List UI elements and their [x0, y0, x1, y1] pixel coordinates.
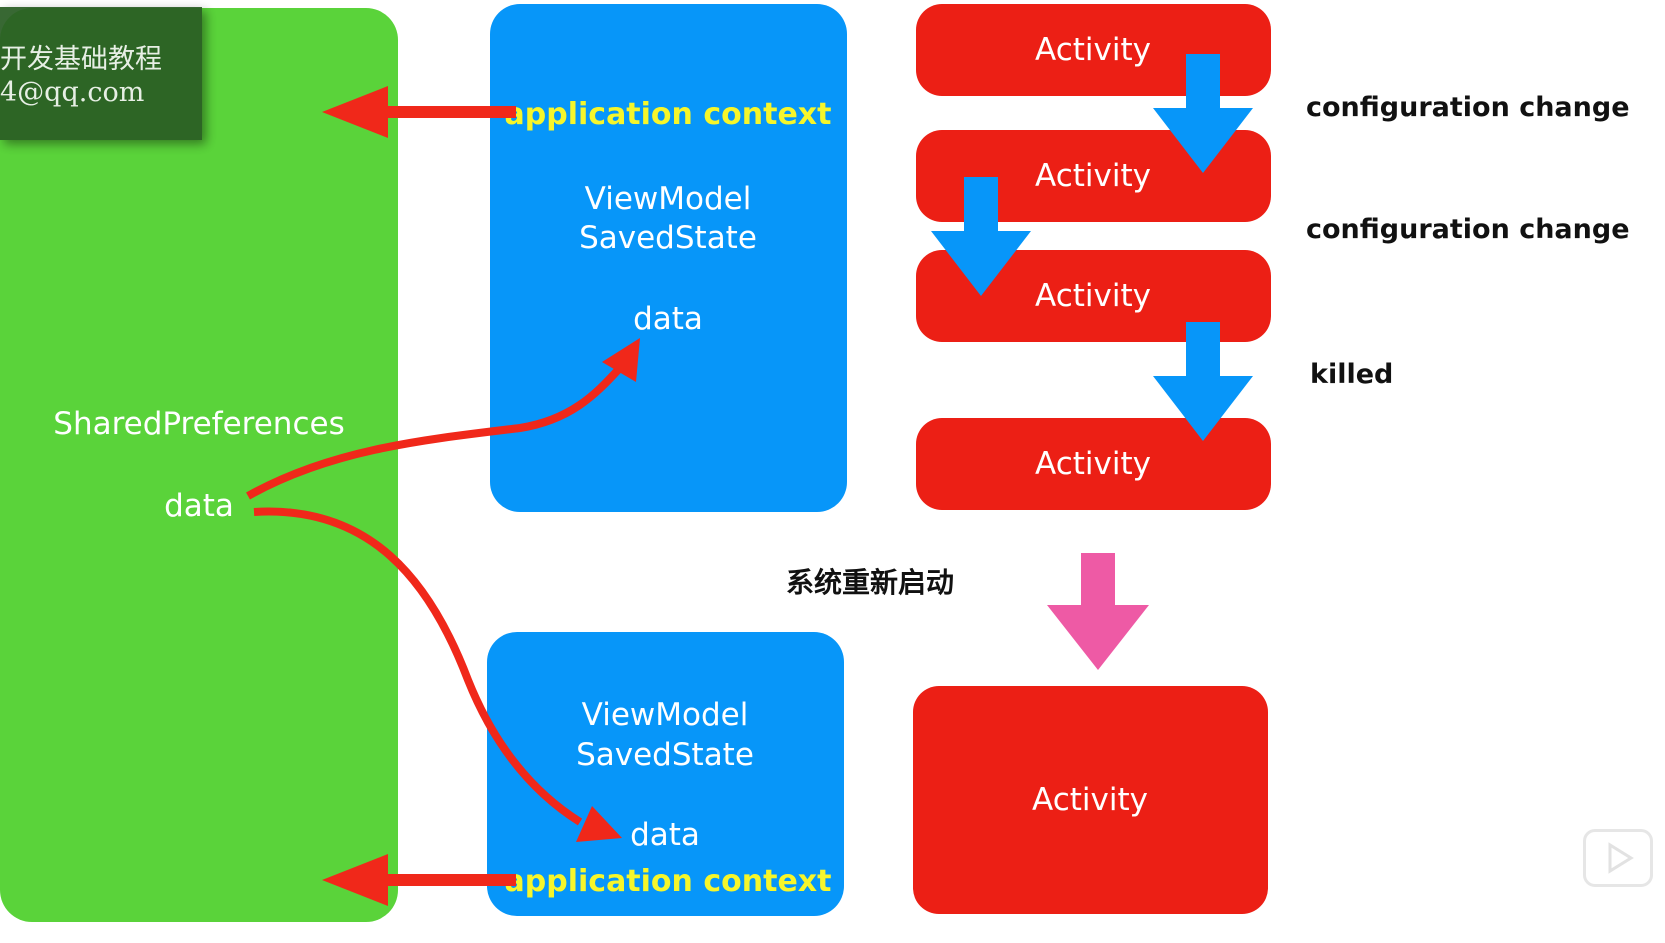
activity-label-5: Activity	[1032, 782, 1148, 818]
app-context-label-top: application context	[504, 97, 832, 132]
shared-preferences-data-label: data	[164, 488, 234, 524]
watermark-line-1: 开发基础教程	[0, 44, 162, 75]
activity-box-5	[913, 686, 1268, 914]
savedstate-title-bottom: SavedState	[576, 737, 754, 773]
arrow-data-to-bottom-viewmodel	[253, 507, 622, 842]
blue-arrow-2	[931, 177, 1031, 296]
activity-label-4: Activity	[1035, 446, 1151, 482]
event-killed: killed	[1310, 359, 1394, 390]
viewmodel-panel-top	[490, 4, 847, 512]
activity-box-4	[916, 418, 1271, 510]
shared-preferences-title: SharedPreferences	[53, 406, 345, 442]
pink-arrow-restart	[1047, 553, 1149, 670]
viewmodel-title-bottom: ViewModel	[581, 697, 749, 733]
blue-arrow-3	[1153, 322, 1253, 441]
viewmodel-title-top: ViewModel	[584, 181, 752, 217]
app-context-label-bottom: application context	[504, 864, 832, 899]
arrow-app-context-top	[322, 86, 516, 138]
activity-label-1: Activity	[1035, 32, 1151, 68]
watermark-line-2: 4@qq.com	[0, 77, 145, 108]
savedstate-title-top: SavedState	[579, 220, 757, 256]
event-config-change-1: configuration change	[1306, 92, 1630, 123]
arrow-app-context-bottom	[322, 854, 516, 906]
event-config-change-2: configuration change	[1306, 214, 1630, 245]
viewmodel-panel-bottom	[487, 632, 844, 916]
activity-label-2: Activity	[1035, 158, 1151, 194]
play-button[interactable]	[1583, 829, 1653, 887]
play-icon	[1608, 842, 1634, 874]
viewmodel-data-label-bottom: data	[630, 817, 700, 853]
arrow-data-to-top-viewmodel	[246, 338, 640, 500]
blue-arrow-1	[1153, 54, 1253, 173]
watermark: 开发基础教程 4@qq.com	[0, 7, 202, 140]
viewmodel-data-label-top: data	[633, 301, 703, 337]
activity-label-3: Activity	[1035, 278, 1151, 314]
event-system-restart: 系统重新启动	[786, 566, 955, 599]
